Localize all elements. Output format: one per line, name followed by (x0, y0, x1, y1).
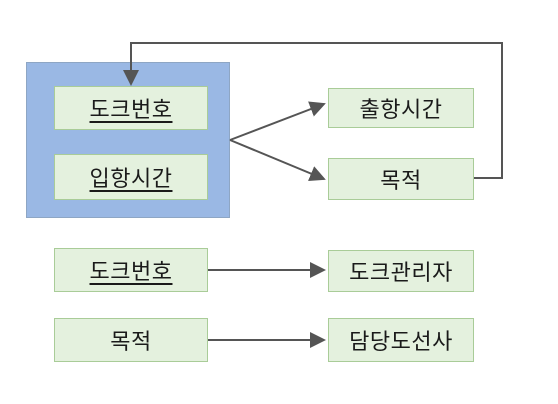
dependent-box-purpose: 목적 (328, 158, 474, 200)
target-box-dock-manager: 도크관리자 (328, 250, 474, 292)
dependent-label-purpose: 목적 (380, 169, 422, 194)
target-box-pilot: 담당도선사 (328, 318, 474, 362)
dependent-box-departure-time: 출항시간 (328, 88, 474, 128)
arrow-key-to-departure (229, 101, 326, 141)
arrow-purpose-to-dock-number (123, 42, 503, 179)
target-label-pilot: 담당도선사 (349, 330, 453, 355)
target-label-dock-manager: 도크관리자 (349, 261, 453, 286)
source-box-purpose: 목적 (54, 318, 208, 362)
key-box-dock-number: 도크번호 (54, 86, 208, 130)
key-box-arrival-time: 입항시간 (54, 154, 208, 200)
arrow-key-to-purpose (229, 139, 326, 182)
source-box-dock-number: 도크번호 (54, 248, 208, 292)
source-label-purpose: 목적 (110, 330, 152, 355)
key-label-arrival-time: 입항시간 (89, 167, 173, 192)
source-label-dock-number: 도크번호 (89, 260, 173, 285)
dependent-label-departure-time: 출항시간 (359, 98, 443, 123)
key-label-dock-number: 도크번호 (89, 98, 173, 123)
